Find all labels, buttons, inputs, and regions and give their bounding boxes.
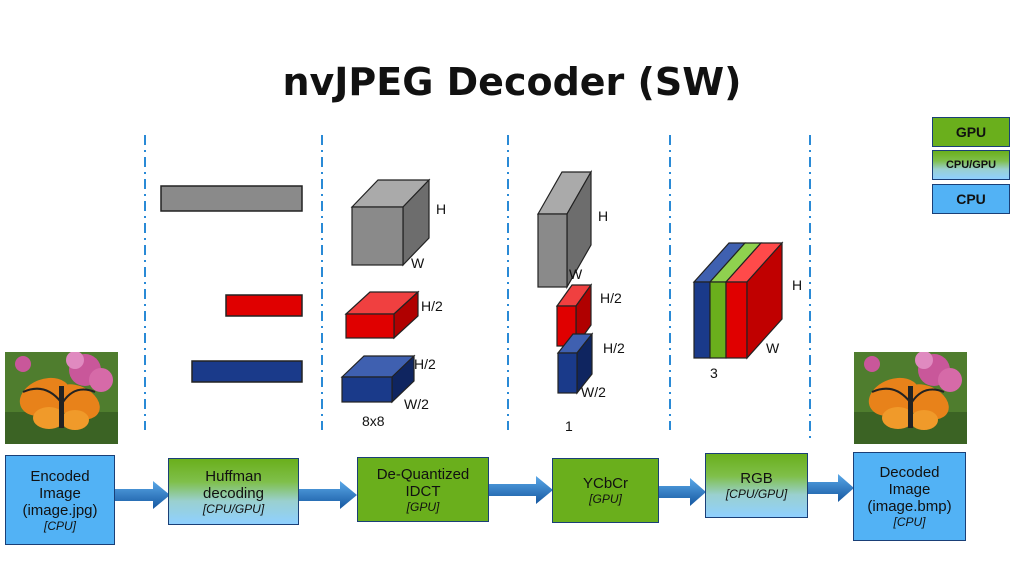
legend-cpu-label: CPU xyxy=(956,191,986,207)
cb-plane xyxy=(556,332,594,395)
stage-text: Image xyxy=(888,481,931,498)
cb-cube xyxy=(340,354,416,404)
arrow-encoded-to-huffman xyxy=(115,481,170,509)
y-cube xyxy=(350,178,431,267)
dim-label-w: W xyxy=(411,255,425,271)
y-channel-bar xyxy=(160,185,303,212)
count-label-three: 3 xyxy=(710,365,718,381)
page-title: nvJPEG Decoder (SW) xyxy=(282,60,742,104)
stage-tag: [GPU] xyxy=(589,492,622,506)
stage-text: De-Quantized xyxy=(376,465,470,483)
legend-cpu-gpu: CPU/GPU xyxy=(932,150,1010,180)
dim-label-w2: W/2 xyxy=(404,396,429,412)
stage-idct: De-Quantized IDCT [GPU] xyxy=(357,457,489,522)
encoded-image-thumbnail xyxy=(5,351,118,444)
stage-text: decoding xyxy=(203,484,264,502)
legend-cpu: CPU xyxy=(932,184,1010,214)
stage-huffman-decoding: Huffman decoding [CPU/GPU] xyxy=(168,458,299,525)
stage-rgb: RGB [CPU/GPU] xyxy=(705,453,808,518)
stage-tag: [CPU] xyxy=(893,515,926,529)
dim-label-h2: H/2 xyxy=(600,290,622,306)
arrow-idct-to-ycbcr xyxy=(489,476,553,504)
decoded-image-thumbnail xyxy=(854,351,967,444)
legend-cpu-gpu-label: CPU/GPU xyxy=(945,159,997,171)
cr-cube xyxy=(344,290,420,340)
dim-label-w2: W/2 xyxy=(581,384,606,400)
stage-decoded-image: Decoded Image (image.bmp) [CPU] xyxy=(853,452,966,541)
y-plane xyxy=(536,169,593,290)
stage-tag: [CPU/GPU] xyxy=(725,487,788,501)
stage-text: IDCT xyxy=(405,482,441,500)
count-label-one: 1 xyxy=(565,418,573,434)
stage-ycbcr: YCbCr [GPU] xyxy=(552,458,659,523)
dim-label-h: H xyxy=(436,201,447,217)
dim-label-h2: H/2 xyxy=(421,298,443,314)
stage-text: (image.bmp) xyxy=(867,498,952,515)
dim-label-h2: H/2 xyxy=(414,356,436,372)
legend-gpu-label: GPU xyxy=(955,124,987,140)
stage-text: RGB xyxy=(740,470,773,487)
stage-tag: [CPU/GPU] xyxy=(202,501,265,516)
cr-channel-bar xyxy=(225,294,303,317)
rgb-block xyxy=(692,241,784,360)
cb-channel-bar xyxy=(191,360,303,383)
arrow-ycbcr-to-rgb xyxy=(658,478,706,506)
dim-label-h: H xyxy=(598,208,609,224)
stage-text: (image.jpg) xyxy=(22,501,98,519)
stage-text: Huffman xyxy=(205,467,262,485)
stage-text: Decoded xyxy=(879,464,940,481)
stage-encoded-image: Encoded Image (image.jpg) [CPU] xyxy=(5,455,115,545)
stage-text: Image xyxy=(39,484,81,502)
arrow-huffman-to-idct xyxy=(298,481,357,509)
dim-label-h2: H/2 xyxy=(603,340,625,356)
dim-label-w: W xyxy=(569,266,583,282)
arrow-rgb-to-decoded xyxy=(807,474,854,502)
dim-label-w: W xyxy=(766,340,780,356)
stage-tag: [GPU] xyxy=(406,499,440,514)
stage-tag: [CPU] xyxy=(43,518,76,533)
stage-text: Encoded xyxy=(30,467,90,485)
dim-label-h: H xyxy=(792,277,803,293)
legend-gpu: GPU xyxy=(932,117,1010,147)
block-size-label: 8x8 xyxy=(362,413,385,429)
stage-text: YCbCr xyxy=(582,475,628,492)
